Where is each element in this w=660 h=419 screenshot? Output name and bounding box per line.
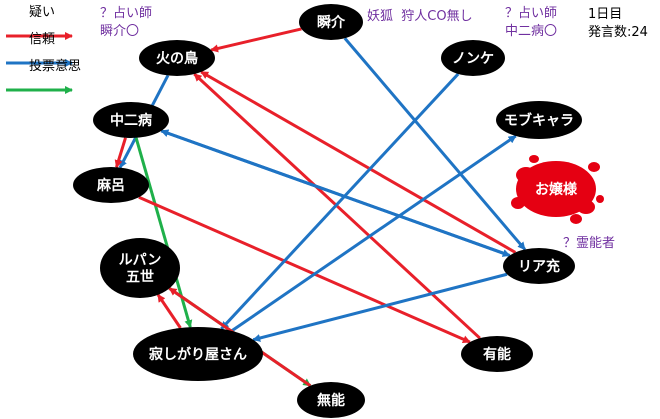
node-label: 瞬介 <box>317 14 346 31</box>
node-shape <box>461 336 533 372</box>
blood-splatter <box>596 195 604 203</box>
node-label: 寂しがり屋さん <box>149 346 247 363</box>
node-shunsuke: 瞬介 <box>299 4 363 40</box>
edge-shunsuke-to-hinotori <box>210 27 302 53</box>
legend-label-trust: 信頼 <box>29 32 56 47</box>
edge-chuunibyou-to-maro <box>114 137 127 169</box>
node-munou: 無能 <box>297 382 365 418</box>
legend-label-suspicion: 疑い <box>29 5 56 20</box>
node-label: 火の鳥 <box>156 50 198 67</box>
blood-splatter <box>570 214 582 224</box>
node-yuunou: 有能 <box>461 336 533 372</box>
annotation-medium: ？霊能者 <box>563 236 616 251</box>
edge-shunsuke-to-riajuu <box>343 37 527 251</box>
blood-splatter <box>588 162 600 172</box>
node-label: 中二病 <box>110 112 152 129</box>
edge-riajuu-to-chuunibyou <box>160 129 511 257</box>
speech-count: 発言数:24 <box>588 25 648 40</box>
node-label: お嬢様 <box>535 181 578 198</box>
node-label: 有能 <box>483 346 511 363</box>
node-label: モブキャラ <box>504 112 574 129</box>
node-shape <box>100 238 180 298</box>
node-label: リア充 <box>518 258 560 275</box>
node-shape <box>496 101 582 139</box>
node-maro: 麻呂 <box>73 167 149 203</box>
node-shape <box>139 40 215 76</box>
day-label: 1日目 <box>588 7 623 22</box>
node-shape <box>441 40 505 76</box>
node-sabishigariya: 寂しがり屋さん <box>133 327 263 381</box>
node-label: 五世 <box>126 269 154 286</box>
node-label: ノンケ <box>452 51 494 67</box>
edge-sabishigariya-to-lupin <box>156 293 182 329</box>
node-shape <box>503 248 575 284</box>
annotation-seer-shunsuke: ？占い師 瞬介〇 <box>100 6 153 39</box>
node-hinotori: 火の鳥 <box>139 40 215 76</box>
node-ojousama: お嬢様 <box>535 181 578 198</box>
node-shape <box>299 4 363 40</box>
node-label: ルパン <box>119 253 162 269</box>
blood-splatter <box>511 197 525 209</box>
node-shape <box>133 327 263 381</box>
annotation-fox-hunter: 妖狐 狩人CO無し <box>367 9 473 24</box>
legend-label-vote-intent: 投票意思 <box>29 59 82 74</box>
edge-maro-to-yuunou <box>138 195 471 344</box>
node-shape <box>297 382 365 418</box>
blood-splatter <box>529 155 539 163</box>
node-shape <box>73 167 149 203</box>
node-label: 無能 <box>317 392 345 409</box>
node-nonke: ノンケ <box>441 40 505 76</box>
blood-splatter <box>516 167 536 183</box>
edge-riajuu-to-sabishigariya <box>252 272 508 342</box>
edge-sabishigariya-to-mobukyara <box>230 134 517 333</box>
node-mobukyara: モブキャラ <box>496 101 582 139</box>
edge-nonke-to-sabishigariya <box>220 72 460 330</box>
node-label: 麻呂 <box>96 177 125 194</box>
node-shape <box>93 102 169 138</box>
node-chuunibyou: 中二病 <box>93 102 169 138</box>
node-riajuu: リア充 <box>503 248 575 284</box>
annotation-seer-chuunibyou: ？占い師 中二病〇 <box>505 6 558 39</box>
blood-splatter <box>577 200 595 214</box>
edge-riajuu-to-hinotori <box>200 70 517 254</box>
